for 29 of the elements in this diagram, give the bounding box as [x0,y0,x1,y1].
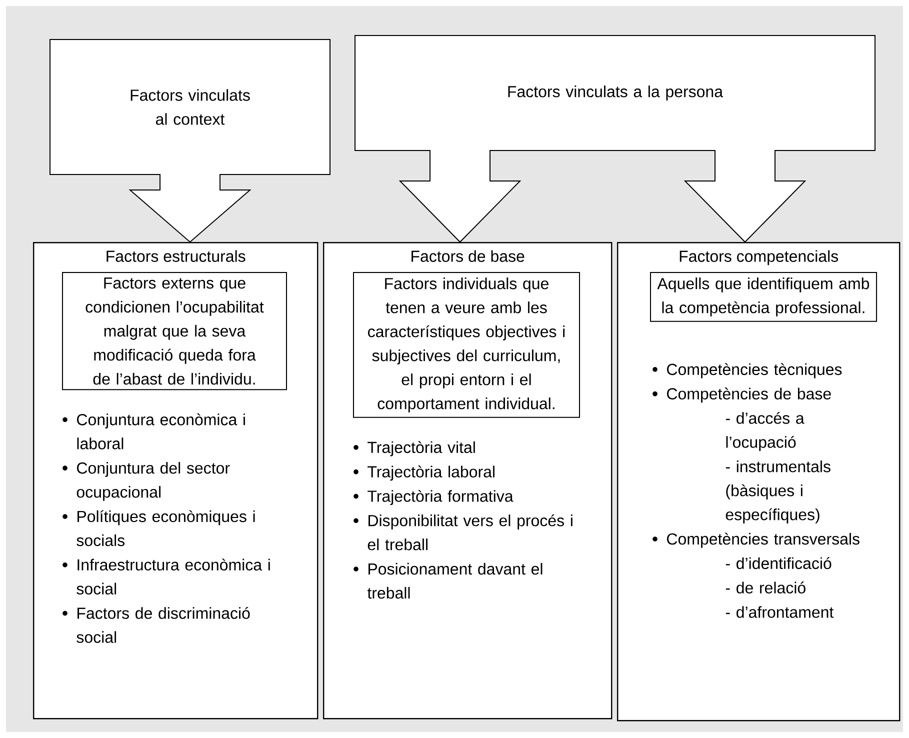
bullet-item: Competències de base [652,388,831,403]
sub-item: - d’identificació [726,557,832,570]
bullet-item: Posicionament davant el treball [354,562,542,599]
block-arrow [398,150,522,243]
column-heading: Factors de base [412,250,524,262]
bullet-item: Competències tècniques [652,363,842,378]
column-heading: Factors estructurals [106,250,246,262]
block-arrow [684,150,806,243]
bullet-item: Conjuntura econòmica i laboral [62,413,245,450]
sub-item: - d’afrontament [726,606,834,618]
bullet-item: Competències transversals [652,532,860,548]
sub-item: - instrumentals (bàsiques i específiques) [726,460,830,524]
column-heading: Factors competencials [680,250,838,266]
bullet-item: Trajectòria vital [354,441,475,456]
callout-box: Factors vinculats al context [50,39,330,175]
block-arrow [128,174,252,243]
sub-item: - de relació [726,582,806,594]
bullet-item: Trajectòria laboral [354,466,494,481]
bullet-item: Disponibilitat vers el procés i el treball [354,514,572,550]
bullet-item: Trajectòria formativa [354,490,514,506]
bullet-item: Conjuntura del sector ocupacional [62,462,230,501]
bullet-item: Factors de discriminació social [62,607,250,643]
description-box: Aquells que identifiquem amb la competència professional. [650,272,878,322]
description-box: Factors externs que condicionen l’ocupabilitat malgrat que la seva modificació queda fora de l’abast de l’individu. [62,272,287,390]
bullet-item: Polítiques econòmiques i socials [62,510,255,546]
bullet-item: Infraestructura econòmica i social [62,558,270,595]
sub-item: - d’accés a l’ocupació [726,412,804,452]
callout-box: Factors vinculats a la persona [354,35,876,151]
description-box: Factors individuals que tenen a veure amb les característiques objectives i subjectives del curriculum, el propi entorn i el comportament individual. [353,272,580,418]
